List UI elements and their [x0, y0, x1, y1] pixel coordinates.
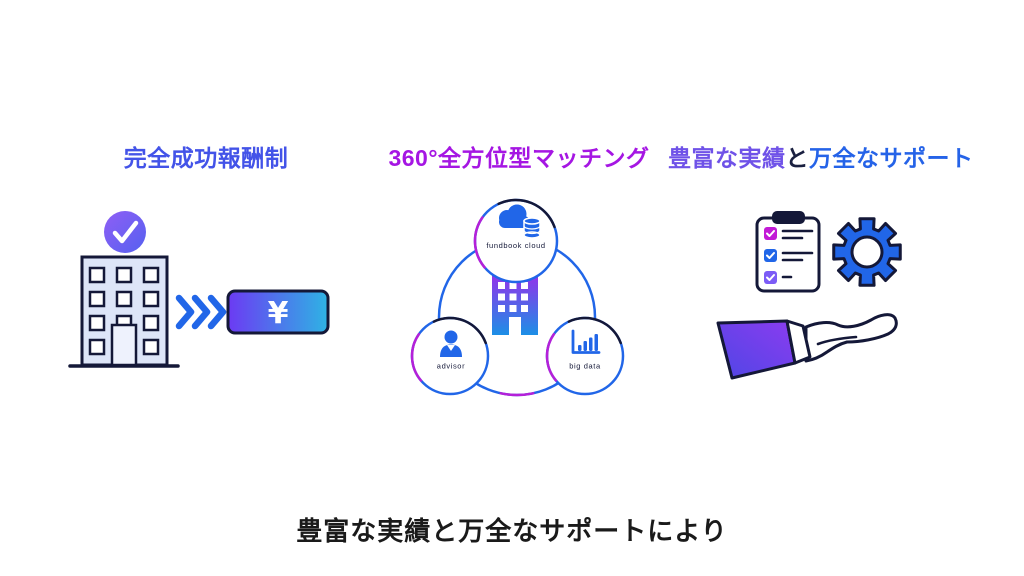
bottom-caption: 豊富な実績と万全なサポートにより [296, 516, 728, 546]
supporting-hand-icon [716, 313, 898, 380]
checkbox-blue [764, 249, 777, 262]
node-label-advisor: advisor [437, 362, 465, 371]
cuff [785, 319, 812, 365]
hand-thumb-line [816, 335, 858, 346]
feature1-title: 完全成功報酬制 [123, 145, 289, 171]
yen-badge: ¥ [226, 289, 330, 335]
node-big-data: big data [545, 316, 625, 396]
node-label-fundbook-cloud: fundbook cloud [486, 241, 545, 250]
feature3-title-part1: 豊富な実績 [668, 145, 786, 171]
gear-icon [832, 217, 902, 287]
database-icon [523, 217, 541, 239]
sleeve [716, 319, 797, 380]
check-badge-icon [104, 211, 146, 253]
yen-symbol: ¥ [268, 296, 289, 331]
success-fee-illustration: ¥ [68, 211, 330, 368]
checkbox-magenta [764, 227, 777, 240]
feature3-title: 豊富な実績と万全なサポート [668, 143, 973, 173]
checklist-lines [781, 229, 814, 279]
feature3-title-part2: と [785, 145, 809, 171]
node-fundbook-cloud: fundbook cloud [473, 198, 559, 284]
checkbox-purple [764, 271, 777, 284]
person-icon [440, 330, 462, 357]
node-advisor: advisor [410, 316, 490, 396]
bar-chart-icon [571, 329, 601, 354]
chevron-arrows-icon [175, 294, 227, 330]
cloud-icon [499, 204, 530, 228]
company-building-icon [68, 255, 180, 368]
feature2-title: 360°全方位型マッチング [388, 145, 650, 171]
matching-diagram: fundbook cloud advisor [410, 198, 625, 397]
feature3-title-part3: 万全なサポート [809, 145, 974, 171]
center-building-icon [492, 275, 538, 335]
support-illustration [716, 211, 902, 380]
checklist-clipboard-icon [755, 211, 821, 293]
node-label-big-data: big data [569, 362, 601, 371]
